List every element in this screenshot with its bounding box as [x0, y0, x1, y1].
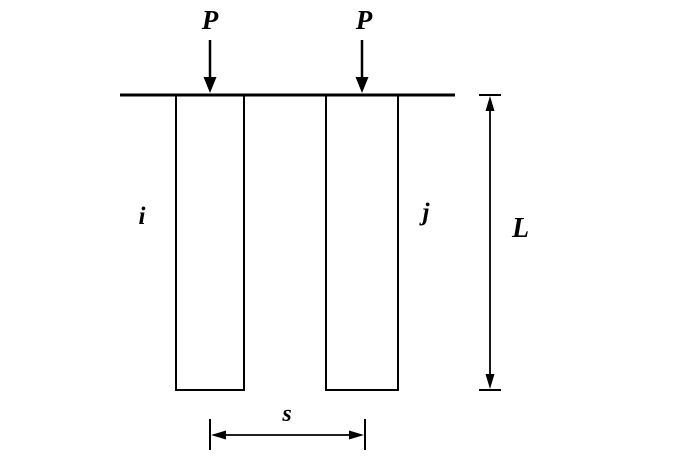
dimension-spacing [209, 419, 366, 450]
load-left-label: P [201, 5, 219, 35]
load-arrow-right [355, 40, 369, 93]
dimension-length-arrow-down [485, 374, 495, 389]
load-arrow-left-head [203, 77, 217, 93]
load-arrow-right-head [355, 77, 369, 93]
load-arrow-left [203, 40, 217, 93]
dimension-length [479, 94, 501, 391]
length-label: L [511, 213, 529, 244]
pile-j-label: j [419, 199, 431, 226]
spacing-label: s [281, 401, 291, 427]
load-right-label: P [355, 5, 373, 35]
pile-j-outline [325, 94, 399, 391]
dimension-length-arrow-up [485, 96, 495, 111]
dimension-spacing-arrow-right [349, 430, 364, 440]
dimension-spacing-arrow-left [211, 430, 226, 440]
pile-i-label: i [139, 203, 146, 230]
pile-i-outline [175, 94, 245, 391]
